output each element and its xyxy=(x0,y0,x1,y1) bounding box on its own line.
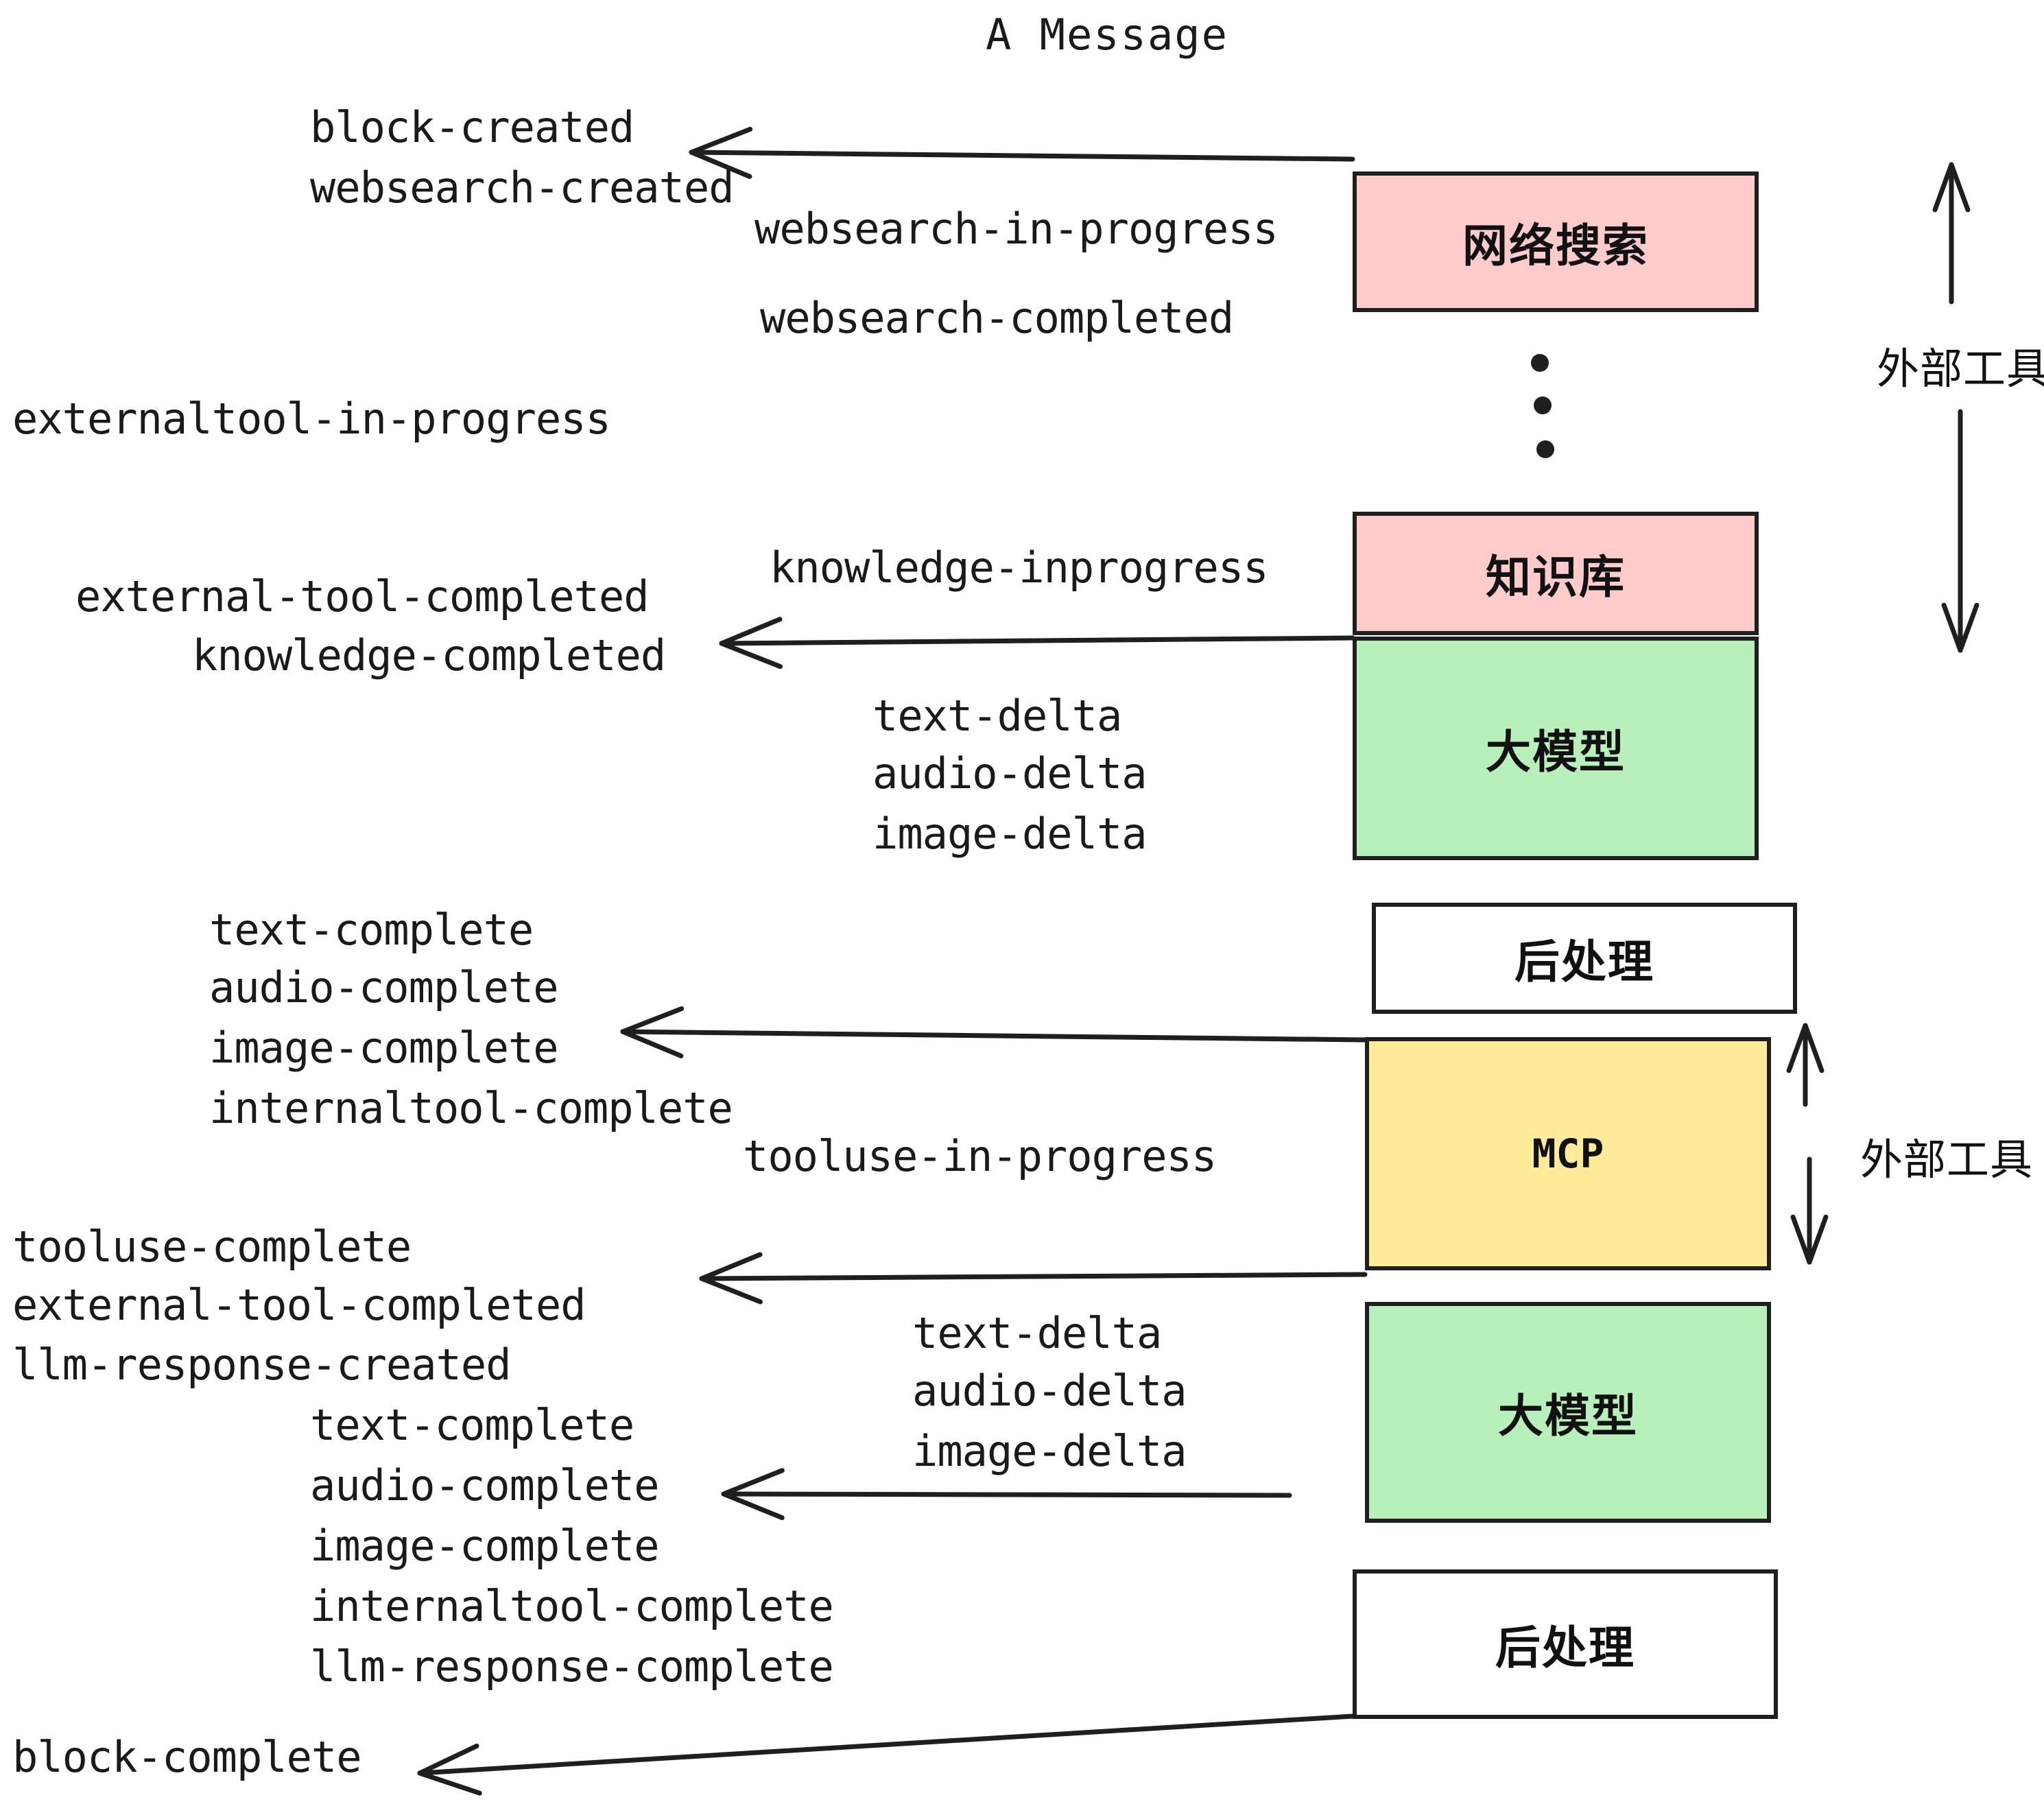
external-tools-arrow-up-bottom xyxy=(1786,1023,1825,1107)
event-label-tooluse-in-progress: tooluse-in-progress xyxy=(743,1131,1217,1181)
arrow-image-complete xyxy=(620,1006,1368,1058)
external-tools-arrow-down-top xyxy=(1941,409,1980,653)
event-label-websearch-created: websearch-created xyxy=(310,163,735,213)
event-label-internaltool-complete-2: internaltool-complete xyxy=(310,1581,834,1631)
event-label-audio-delta-2: audio-delta xyxy=(912,1366,1187,1416)
event-label-externaltool-in-progress: externaltool-in-progress xyxy=(12,394,611,444)
arrow-tooluse-done xyxy=(699,1252,1368,1305)
node-llm-1: 大模型 xyxy=(1353,637,1759,860)
event-label-image-complete-2: image-complete xyxy=(310,1521,660,1571)
node-postprocess-2: 后处理 xyxy=(1353,1569,1778,1719)
event-label-block-created: block-created xyxy=(310,102,634,152)
event-label-text-complete-2: text-complete xyxy=(310,1400,634,1450)
event-label-websearch-in-progress: websearch-in-progress xyxy=(754,204,1279,254)
event-label-internaltool-complete-1: internaltool-complete xyxy=(209,1083,733,1133)
node-websearch: 网络搜索 xyxy=(1353,171,1759,312)
event-label-websearch-completed: websearch-completed xyxy=(760,293,1234,343)
side-label-external-tools-top: 外部工具 xyxy=(1877,344,2044,394)
event-label-llm-response-created: llm-response-created xyxy=(12,1340,512,1390)
event-label-llm-response-complete: llm-response-complete xyxy=(310,1641,834,1692)
event-label-text-complete-1: text-complete xyxy=(209,905,534,955)
diagram-title: A Message xyxy=(986,10,1228,60)
event-label-text-delta-2: text-delta xyxy=(912,1308,1162,1358)
side-label-external-tools-bottom: 外部工具 xyxy=(1860,1135,2034,1185)
event-label-tooluse-complete: tooluse-complete xyxy=(12,1222,412,1272)
event-label-block-complete: block-complete xyxy=(12,1732,362,1782)
event-label-image-delta-1: image-delta xyxy=(872,809,1148,859)
event-label-knowledge-completed: knowledge-completed xyxy=(192,630,666,680)
event-label-knowledge-inprogress: knowledge-inprogress xyxy=(770,543,1269,593)
event-label-image-delta-2: image-delta xyxy=(912,1426,1187,1476)
ellipsis-dot-3 xyxy=(1536,440,1554,458)
event-label-audio-delta-1: audio-delta xyxy=(872,748,1148,798)
arrow-audio-complete xyxy=(721,1468,1292,1521)
arrow-block-created xyxy=(689,126,1355,179)
node-llm-2: 大模型 xyxy=(1365,1302,1771,1523)
event-label-text-delta-1: text-delta xyxy=(872,691,1122,741)
node-mcp: MCP xyxy=(1365,1037,1771,1270)
event-label-audio-complete-2: audio-complete xyxy=(310,1460,660,1510)
event-label-external-tool-completed-1: external-tool-completed xyxy=(75,571,650,621)
external-tools-arrow-down-bottom xyxy=(1790,1156,1829,1265)
ellipsis-dot-2 xyxy=(1534,396,1552,414)
event-label-audio-complete-1: audio-complete xyxy=(209,962,559,1012)
node-knowledge: 知识库 xyxy=(1353,512,1759,635)
event-label-external-tool-completed-2: external-tool-completed xyxy=(12,1280,586,1330)
external-tools-arrow-up-top xyxy=(1932,162,1971,305)
arrow-block-complete xyxy=(417,1713,1355,1796)
node-postprocess-1: 后处理 xyxy=(1372,903,1797,1014)
ellipsis-dot-1 xyxy=(1531,354,1549,372)
event-label-image-complete-1: image-complete xyxy=(209,1023,559,1073)
arrow-knowledge-done xyxy=(719,617,1355,669)
